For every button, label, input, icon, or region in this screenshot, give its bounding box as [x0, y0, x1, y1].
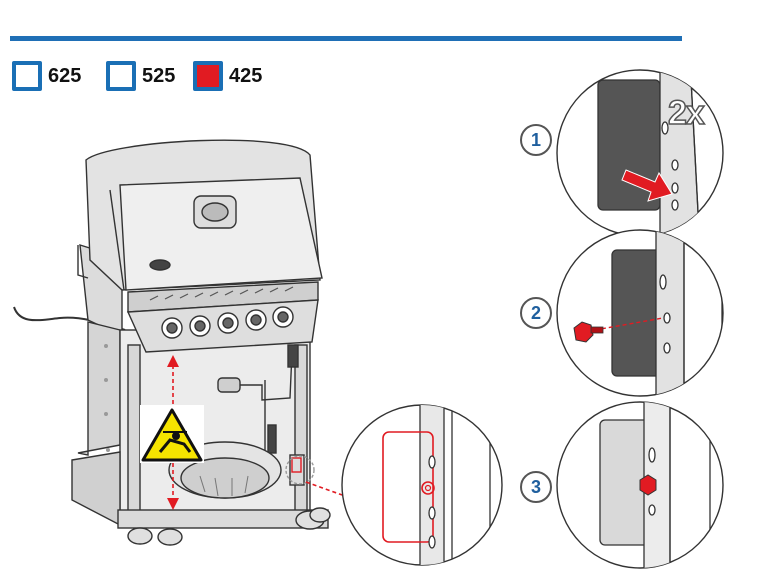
model-425: 425: [193, 59, 262, 93]
step-2-detail: [556, 229, 724, 397]
detail-view-bracket: [341, 404, 503, 566]
model-525-checkbox: [106, 61, 136, 91]
model-625: 625: [12, 59, 81, 93]
step-3-detail: [556, 401, 724, 569]
quantity-2x-label: 2x: [667, 93, 705, 133]
step-1-detail: [556, 69, 724, 237]
model-525: 525: [106, 59, 175, 93]
bolt-icon: [573, 321, 604, 343]
model-525-label: 525: [142, 64, 176, 87]
warning-icon: [140, 405, 204, 463]
arrow-icon: [621, 169, 673, 202]
clearance-arrow: [167, 355, 179, 510]
step-3-badge: 3: [520, 471, 552, 503]
header-rule: [10, 36, 682, 41]
model-425-checkbox: [193, 61, 223, 91]
step-1-badge: 1: [520, 124, 552, 156]
grill-illustration: [13, 139, 331, 546]
step-2-badge: 2: [520, 297, 552, 329]
model-625-checkbox: [12, 61, 42, 91]
model-425-label: 425: [229, 64, 263, 87]
model-625-label: 625: [48, 64, 82, 87]
bolt-installed-icon: [639, 474, 657, 496]
